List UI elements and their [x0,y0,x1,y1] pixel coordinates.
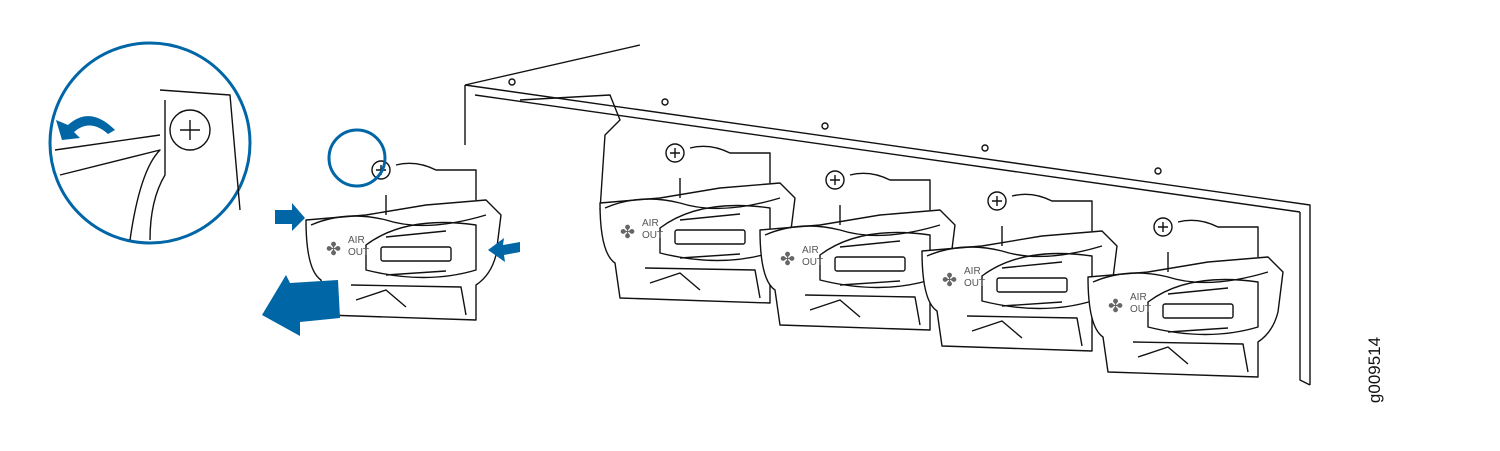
pull-out-arrow-icon [262,275,340,336]
fan-icon: ✤ [620,222,635,242]
fan-module-3[interactable]: AIR OUT ✤ [759,170,956,331]
air-out-label-line1: AIR [642,218,659,229]
screw-highlight-circle [327,128,387,188]
air-out-label-line2: OUT [348,247,369,258]
magnified-screw-callout [48,41,252,245]
air-out-label-line2: OUT [642,230,663,241]
magnified-screw-detail [54,89,241,241]
press-arrow-left-icon [275,203,305,231]
air-out-label-line1: AIR [348,235,365,246]
fan-icon: ✤ [326,239,341,259]
air-out-label-line2: OUT [1130,304,1151,315]
fan-module-2[interactable]: AIR OUT ✤ [599,143,796,304]
chassis [464,44,1311,386]
fan-icon: ✤ [1108,296,1123,316]
fan-module-1-pulled-out[interactable]: AIR OUT ✤ [305,160,502,321]
air-out-label-line1: AIR [802,245,819,256]
air-out-label-line2: OUT [964,278,985,289]
rotate-counterclockwise-arrow-icon [56,116,115,140]
air-out-label-line1: AIR [1130,292,1147,303]
air-out-label-line1: AIR [964,266,981,277]
figure-id-label: g009514 [1365,336,1384,404]
air-out-label-line2: OUT [802,257,823,268]
fan-module-5[interactable]: AIR OUT ✤ [1087,217,1284,378]
fan-icon: ✤ [942,270,957,290]
press-arrow-right-icon [488,238,520,262]
fan-icon: ✤ [780,249,795,269]
fan-module-4[interactable]: AIR OUT ✤ [921,191,1118,352]
